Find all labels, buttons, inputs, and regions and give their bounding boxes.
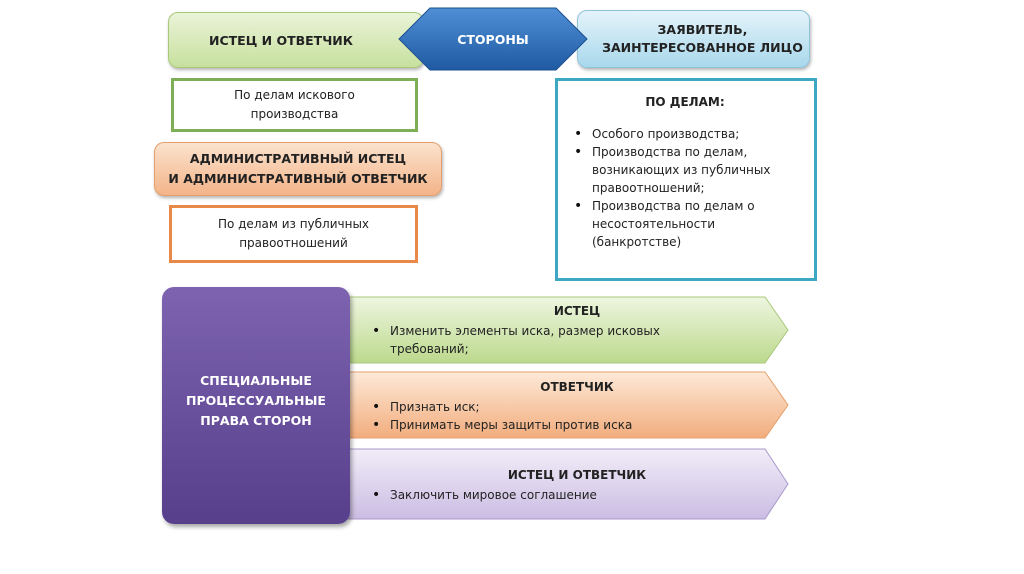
right-item: Принимать меры защиты против иска — [368, 416, 762, 434]
case-types-box: ПО ДЕЛАМ: Особого производства; Производ… — [555, 78, 817, 281]
case-types-title: ПО ДЕЛАМ: — [645, 95, 725, 109]
defendant-rights-title: ОТВЕТЧИК — [540, 380, 614, 394]
public-relations-note: По делам из публичных правоотношений — [169, 205, 418, 263]
admin-parties-box: АДМИНИСТРАТИВНЫЙ ИСТЕЦ И АДМИНИСТРАТИВНЫ… — [154, 142, 442, 196]
claim-note-line-1: По делам искового — [234, 88, 355, 102]
admin-note-line-2: правоотношений — [239, 236, 348, 250]
plaintiff-rights: ИСТЕЦ Изменить элементы иска, размер иск… — [352, 302, 762, 358]
admin-parties-line-2: И АДМИНИСТРАТИВНЫЙ ОТВЕТЧИК — [168, 171, 428, 186]
both-parties-rights: ИСТЕЦ И ОТВЕТЧИК Заключить мировое согла… — [352, 466, 762, 504]
admin-note-line-1: По делам из публичных — [217, 217, 370, 231]
claim-proceedings-note: По делам искового производства — [171, 78, 418, 132]
defendant-rights: ОТВЕТЧИК Признать иск; Принимать меры за… — [352, 378, 762, 434]
case-type-item: Особого производства; — [570, 125, 800, 143]
right-item: Признать иск; — [368, 398, 762, 416]
parties-title: СТОРОНЫ — [457, 31, 529, 47]
applicant-line-1: ЗАЯВИТЕЛЬ, — [657, 22, 748, 37]
applicant-line-2: ЗАИНТЕРЕСОВАННОЕ ЛИЦО — [602, 40, 803, 55]
special-rights-line-2: ПРОЦЕССУАЛЬНЫЕ — [186, 392, 326, 408]
admin-parties-line-1: АДМИНИСТРАТИВНЫЙ ИСТЕЦ — [189, 151, 407, 166]
parties-hexagon — [398, 7, 588, 71]
plaintiff-rights-title: ИСТЕЦ — [553, 304, 601, 318]
special-rights-line-3: ПРАВА СТОРОН — [200, 412, 312, 428]
right-item: Заключить мировое соглашение — [368, 486, 762, 504]
right-item: Изменить элементы иска, размер исковых т… — [368, 322, 698, 358]
special-rights-line-1: СПЕЦИАЛЬНЫЕ — [200, 372, 312, 388]
plaintiff-defendant-label: ИСТЕЦ И ОТВЕТЧИК — [209, 32, 353, 48]
applicant-box: ЗАЯВИТЕЛЬ, ЗАИНТЕРЕСОВАННОЕ ЛИЦО — [577, 10, 810, 68]
case-types-list: Особого производства; Производства по де… — [570, 125, 800, 251]
special-rights-box: СПЕЦИАЛЬНЫЕ ПРОЦЕССУАЛЬНЫЕ ПРАВА СТОРОН — [162, 287, 350, 524]
both-parties-rights-title: ИСТЕЦ И ОТВЕТЧИК — [507, 468, 647, 482]
case-type-item: Производства по делам, возникающих из пу… — [570, 143, 800, 197]
case-type-item: Производства по делам о несостоятельност… — [570, 197, 800, 251]
plaintiff-defendant-box: ИСТЕЦ И ОТВЕТЧИК — [168, 12, 424, 68]
claim-note-line-2: производства — [250, 107, 339, 121]
